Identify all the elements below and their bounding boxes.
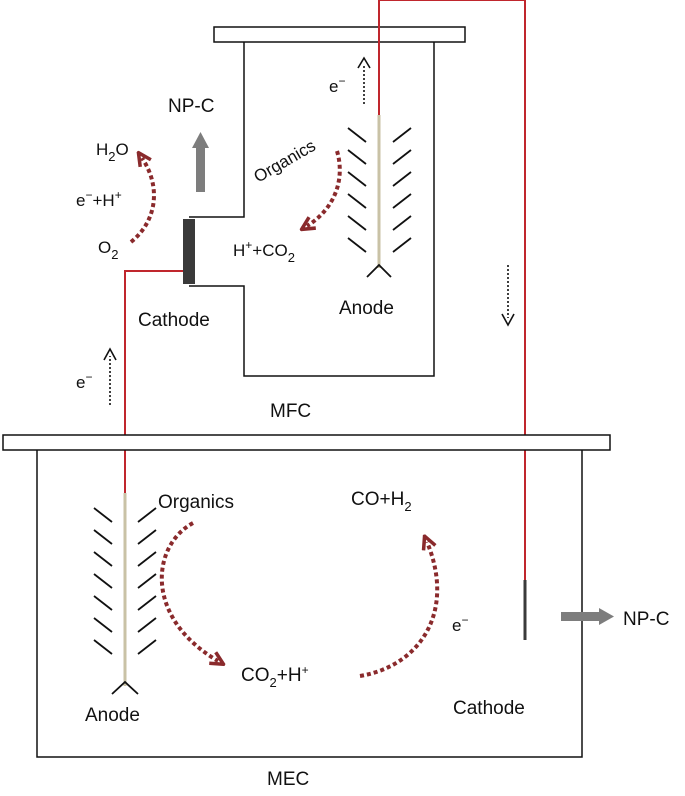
- mfc-organics-label: Organics: [251, 136, 319, 186]
- mfc-cathode-plate: [183, 219, 195, 284]
- mfc-anode-wire: [378, 0, 526, 580]
- mfc-o2-label: O2: [98, 238, 118, 262]
- mec-co2-arrow: [359, 542, 440, 678]
- external-circuit: e−: [76, 265, 515, 493]
- mfc-chamber-wall: [189, 42, 435, 377]
- mec-unit: Organics CO+H2 e− NP-C CO2+H+ Cathode An…: [2, 434, 669, 790]
- mec-product-label: NP-C: [623, 609, 669, 630]
- mfc-product-label: NP-C: [168, 96, 214, 117]
- mfc-lid: [213, 26, 466, 43]
- mfc-name-label: MFC: [270, 401, 311, 422]
- mec-anode: [93, 493, 157, 695]
- mec-co-plus-h2-label: CO+H2: [351, 489, 412, 514]
- mfc-product-arrow: [192, 132, 209, 192]
- mfc-organics-arrow: [307, 150, 342, 226]
- cathode-to-anode-wire: [124, 270, 183, 493]
- mfc-electron-arrow: [357, 56, 371, 104]
- mfc-h2o-label: H2O: [96, 140, 129, 164]
- mec-product-arrow: [561, 608, 614, 625]
- mec-name-label: MEC: [267, 769, 309, 790]
- mec-lid: [2, 434, 611, 451]
- mfc-anode-label: Anode: [339, 298, 394, 319]
- mfc-cathode-label: Cathode: [138, 310, 210, 331]
- circuit-electron-label: e−: [76, 370, 92, 392]
- mec-co2-plus-h-label: CO2+H+: [241, 663, 309, 690]
- mec-anode-label: Anode: [85, 705, 140, 726]
- mfc-unit: e− NP-C H2O e−+H+ O2 Organics H++CO2 Cat…: [76, 0, 526, 580]
- circuit-electron-arrow: [103, 347, 117, 405]
- mfc-anode: [347, 115, 412, 278]
- mec-cathode-label: Cathode: [453, 698, 525, 719]
- mfc-o2-arrow: [129, 158, 156, 244]
- mfc-electron-label: e−: [329, 74, 345, 96]
- mfc-h-plus-co2-label: H++CO2: [233, 238, 295, 265]
- mec-chamber-wall: [36, 450, 583, 758]
- mec-organics-arrow: [159, 521, 218, 661]
- mec-organics-label: Organics: [158, 492, 234, 513]
- return-electron-arrow: [501, 265, 515, 327]
- mfc-e-plus-h-label: e−+H+: [76, 188, 122, 210]
- mec-electron-label: e−: [452, 613, 468, 635]
